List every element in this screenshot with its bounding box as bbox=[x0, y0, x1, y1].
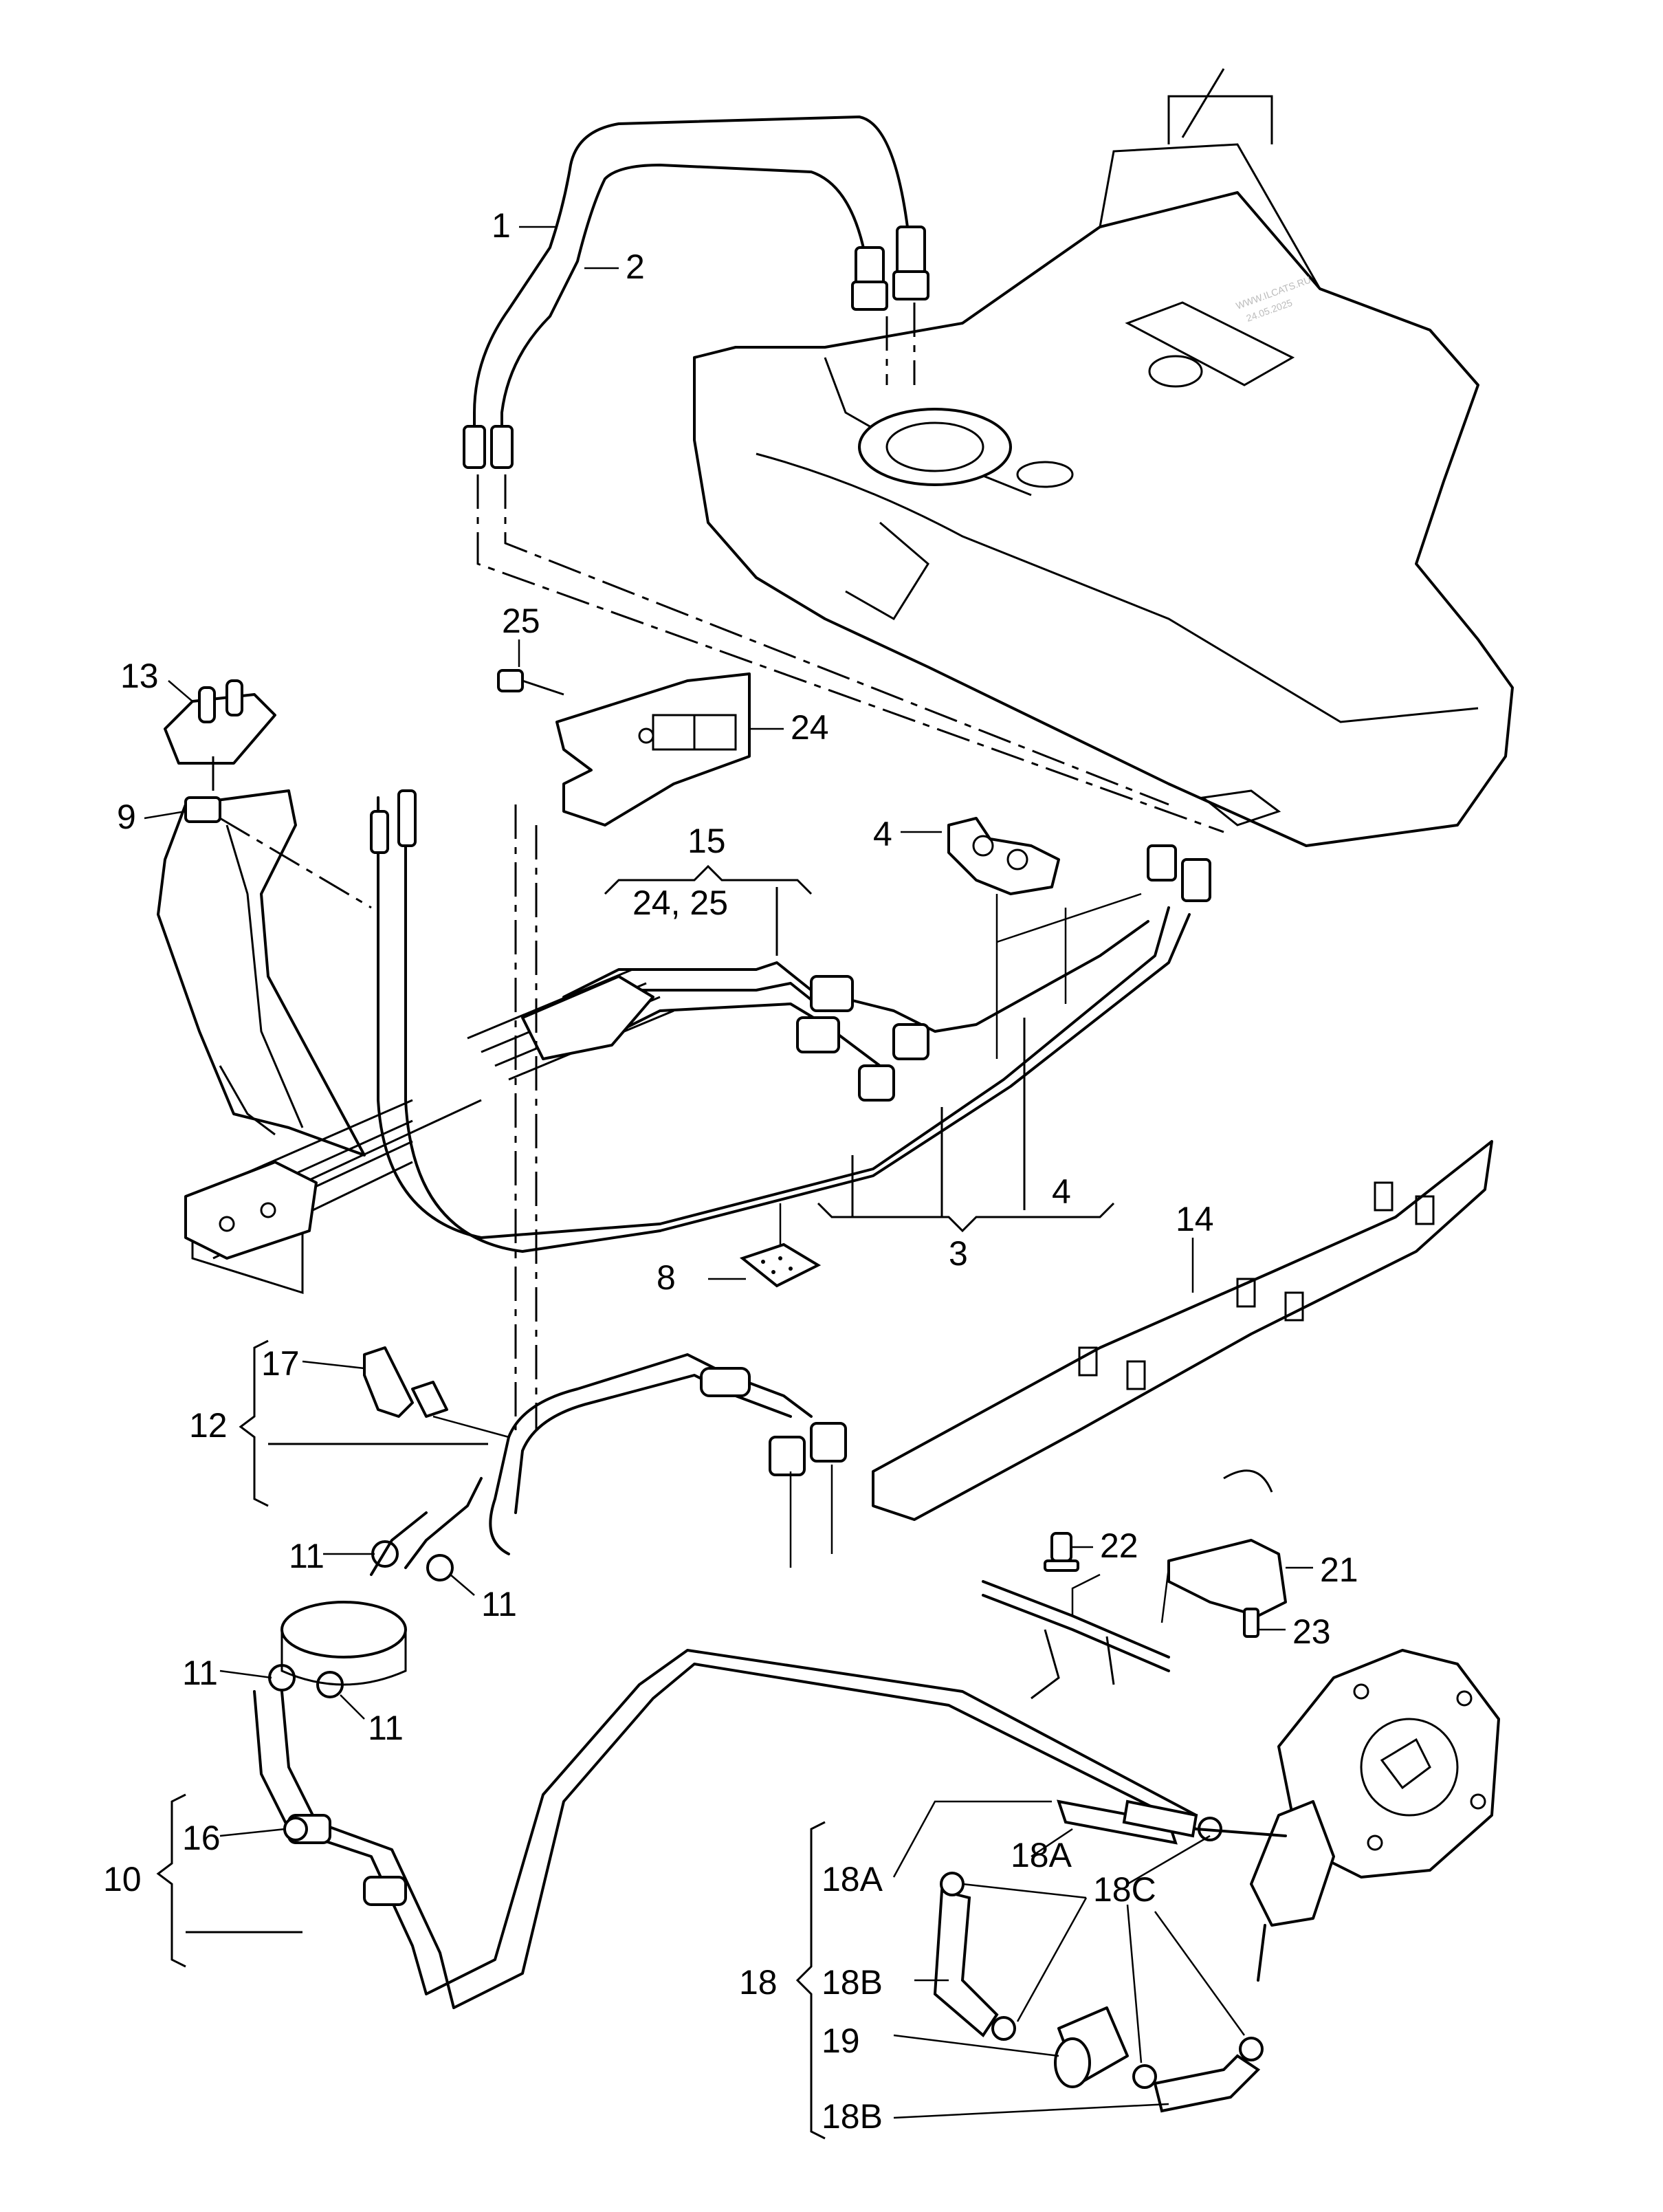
callout-2: 2 bbox=[626, 248, 645, 286]
fuel-lines-1-2[interactable] bbox=[463, 116, 929, 469]
charcoal-canister-13[interactable] bbox=[164, 679, 276, 765]
fuel-pump-assembly[interactable] bbox=[1250, 1649, 1500, 1982]
callout-18B-a: 18B bbox=[822, 1963, 883, 2002]
callout-11d: 11 bbox=[368, 1709, 404, 1747]
callout-24: 24 bbox=[791, 708, 829, 747]
callout-17: 17 bbox=[261, 1344, 300, 1383]
pipe-detail-21 bbox=[982, 1580, 1170, 1700]
callout-18C: 18C bbox=[1093, 1870, 1156, 1909]
callout-14: 14 bbox=[1176, 1200, 1214, 1238]
callout-10: 10 bbox=[103, 1860, 142, 1898]
callout-13: 13 bbox=[120, 657, 159, 695]
callout-15-sub: 24, 25 bbox=[632, 884, 728, 922]
hose-18B-upper[interactable] bbox=[933, 1889, 999, 2037]
callout-11a: 11 bbox=[289, 1537, 324, 1575]
clamp-16[interactable] bbox=[283, 1817, 308, 1841]
clip-17[interactable] bbox=[363, 1346, 448, 1418]
damping-pad-8[interactable] bbox=[739, 1203, 822, 1288]
callout-11c: 11 bbox=[182, 1654, 218, 1692]
callout-15: 15 bbox=[687, 822, 726, 860]
callout-12: 12 bbox=[189, 1406, 228, 1445]
callout-18: 18 bbox=[739, 1963, 778, 2002]
evap-canister-9[interactable] bbox=[157, 789, 366, 1157]
leader-lines bbox=[144, 226, 1313, 2119]
callout-4b: 4 bbox=[1052, 1172, 1071, 1211]
fuel-tank[interactable] bbox=[693, 68, 1514, 847]
callout-3: 3 bbox=[949, 1234, 968, 1273]
hose-18B-lower[interactable] bbox=[1153, 2054, 1261, 2113]
callout-4a: 4 bbox=[873, 815, 892, 853]
callout-25: 25 bbox=[502, 602, 540, 640]
callout-8: 8 bbox=[657, 1258, 676, 1297]
underfloor-pipes bbox=[184, 968, 674, 1295]
fuel-line-bundle-15[interactable] bbox=[370, 789, 1211, 1253]
fuel-filter-19[interactable] bbox=[1054, 2006, 1129, 2088]
callout-18B-b: 18B bbox=[822, 2097, 883, 2136]
callout-23: 23 bbox=[1292, 1612, 1331, 1651]
callout-1: 1 bbox=[492, 206, 511, 245]
group-bracket-3-4 bbox=[817, 1018, 1115, 1233]
clip-4[interactable] bbox=[947, 817, 1060, 895]
callout-9: 9 bbox=[117, 798, 136, 836]
fuel-lines-10[interactable] bbox=[253, 1649, 1198, 2009]
callout-16: 16 bbox=[182, 1819, 221, 1857]
callout-18A-a: 18A bbox=[822, 1860, 883, 1898]
screw-23[interactable] bbox=[1243, 1608, 1259, 1638]
group-bracket-10 bbox=[156, 1793, 302, 1968]
bolt-25[interactable] bbox=[497, 669, 564, 696]
fuel-lines-12[interactable] bbox=[489, 1353, 847, 1555]
bracket-21[interactable] bbox=[1167, 1469, 1287, 1617]
callout-11b: 11 bbox=[481, 1585, 517, 1623]
callout-labels: 1 2 25 13 24 9 15 4 24, 25 4 14 3 8 17 1… bbox=[103, 206, 1358, 2136]
bolt-22[interactable] bbox=[1044, 1532, 1079, 1572]
clamps-18C[interactable] bbox=[940, 1817, 1264, 2089]
callout-22: 22 bbox=[1100, 1526, 1138, 1565]
group-bracket-18 bbox=[795, 1821, 826, 2140]
group-bracket-12 bbox=[239, 1339, 488, 1507]
callout-21: 21 bbox=[1320, 1551, 1358, 1589]
callout-19: 19 bbox=[822, 2022, 860, 2060]
group-bracket-15 bbox=[604, 864, 813, 956]
trim-panel-14[interactable] bbox=[872, 1140, 1493, 1521]
hose-18A[interactable] bbox=[1057, 1799, 1198, 1845]
bracket-24[interactable] bbox=[555, 672, 751, 826]
fuel-filter-housing[interactable] bbox=[280, 1477, 483, 1686]
callout-18A-b: 18A bbox=[1011, 1836, 1072, 1874]
